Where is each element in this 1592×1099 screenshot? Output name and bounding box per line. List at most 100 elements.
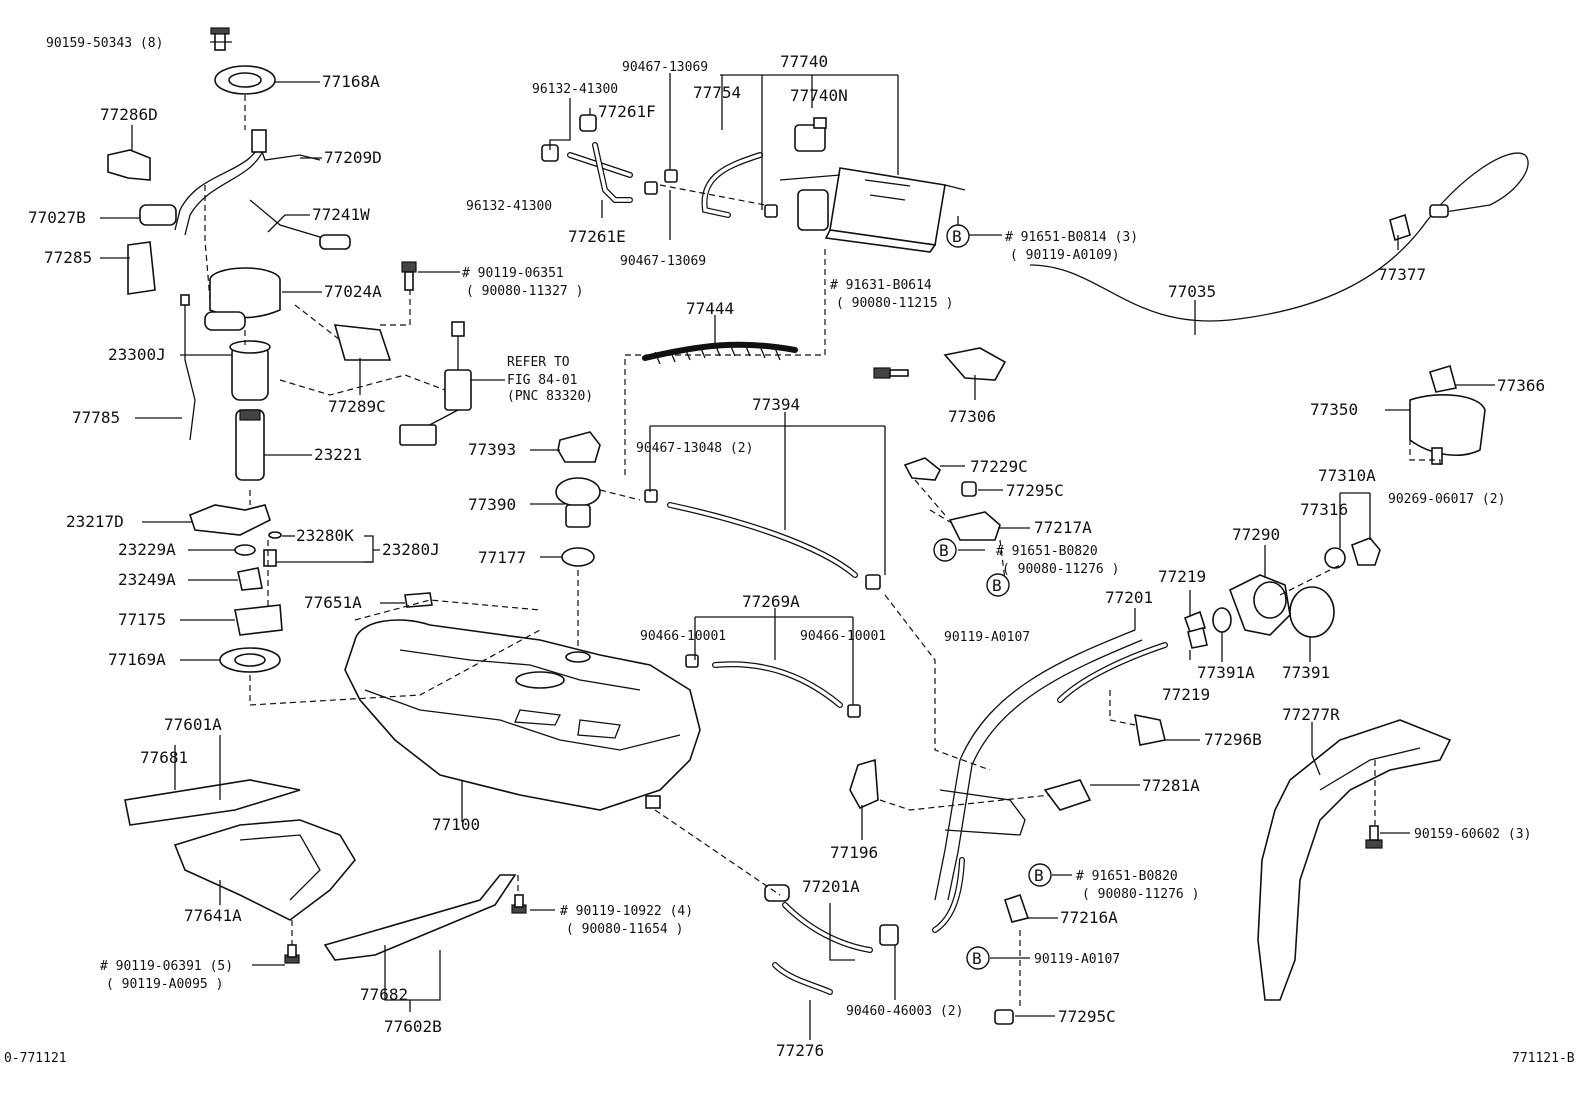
label-77175: 77175 xyxy=(118,610,166,629)
ring-77391 xyxy=(1289,586,1335,638)
valve-77390 xyxy=(555,477,601,528)
bolt-90119-06351 xyxy=(401,261,417,291)
label-77391: 77391 xyxy=(1282,663,1330,682)
label-77216a: 77216A xyxy=(1060,908,1118,927)
label-91651-b0820-bottom: # 91651-B0820 xyxy=(1076,869,1178,884)
label-77219-top: 77219 xyxy=(1158,567,1206,586)
filler-neck-77290 xyxy=(1228,574,1291,636)
label-23280j: 23280J xyxy=(382,540,440,559)
bolt-90159-60602 xyxy=(1365,825,1383,849)
label-96132-41300-top: 96132-41300 xyxy=(532,82,618,97)
clip-90466-right xyxy=(847,704,861,718)
label-90119-a0109: ( 90119-A0109) xyxy=(1010,248,1120,263)
svg-text:B: B xyxy=(1034,866,1044,885)
label-77295c-top: 77295C xyxy=(1006,481,1064,500)
clip-90466-left xyxy=(685,654,699,668)
refer-note-line-3: (PNC 83320) xyxy=(507,389,593,404)
label-77261f: 77261F xyxy=(598,102,656,121)
label-90080-11215: ( 90080-11215 ) xyxy=(836,296,953,311)
svg-text:B: B xyxy=(939,541,949,560)
label-96132-41300-left: 96132-41300 xyxy=(466,199,552,214)
bracket-77216a xyxy=(1003,893,1030,923)
label-77281a: 77281A xyxy=(1142,776,1200,795)
footer-right-code: 771121-B xyxy=(1512,1051,1575,1066)
gasket-77391a xyxy=(1212,607,1232,633)
hose-77269a xyxy=(712,661,843,708)
label-77601a: 77601A xyxy=(164,715,222,734)
label-90119-06391: # 90119-06391 (5) xyxy=(100,959,233,974)
footer-left-code: 0-771121 xyxy=(4,1051,67,1066)
gasket-77316 xyxy=(1324,547,1346,569)
bracket-77196 xyxy=(849,758,879,810)
retainer-77175 xyxy=(234,604,283,636)
label-77366: 77366 xyxy=(1497,376,1545,395)
canister-77740 xyxy=(764,167,966,253)
label-77209d: 77209D xyxy=(324,148,382,167)
clip-90467-13069-bottom xyxy=(644,181,658,195)
label-77261e: 77261E xyxy=(568,227,626,246)
hose-77261e xyxy=(592,142,633,203)
assembly-dash-lines xyxy=(204,95,1441,1010)
svg-text:B: B xyxy=(952,227,962,246)
label-77290: 77290 xyxy=(1232,525,1280,544)
label-77286d: 77286D xyxy=(100,105,158,124)
svg-text:B: B xyxy=(972,949,982,968)
bracket-77281a xyxy=(1043,779,1092,811)
label-23280k: 23280K xyxy=(296,526,354,545)
marker-b-5: B xyxy=(966,946,990,970)
label-77027b: 77027B xyxy=(28,208,86,227)
clip-77295c-bottom xyxy=(994,1009,1014,1025)
svg-text:B: B xyxy=(992,576,1002,595)
label-77024a: 77024A xyxy=(324,282,382,301)
lid-77350 xyxy=(1409,394,1486,456)
label-91651-b0820-top: # 91651-B0820 xyxy=(996,544,1098,559)
label-77444: 77444 xyxy=(686,299,734,318)
hose-77394 xyxy=(667,502,858,578)
bracket-77286d xyxy=(107,149,151,181)
hose-assembly-77209d xyxy=(139,129,351,250)
clip-90467-13069-top xyxy=(664,169,678,183)
label-77269a: 77269A xyxy=(742,592,800,611)
label-77394: 77394 xyxy=(752,395,800,414)
filler-pipe-77201 xyxy=(932,629,1168,933)
washer-23229a xyxy=(234,544,256,556)
label-77100: 77100 xyxy=(432,815,480,834)
label-90080-11276-top: ( 90080-11276 ) xyxy=(1002,562,1119,577)
label-77740n: 77740N xyxy=(790,86,848,105)
label-90119-10922: # 90119-10922 (4) xyxy=(560,904,693,919)
grommet-77177 xyxy=(561,547,595,567)
leader-lines xyxy=(100,41,1495,1040)
label-23300j: 23300J xyxy=(108,345,166,364)
label-90119-a0107-top: 90119-A0107 xyxy=(944,630,1030,645)
label-90159-60602: 90159-60602 (3) xyxy=(1414,827,1531,842)
label-90119-a0107-bottom: 90119-A0107 xyxy=(1034,952,1120,967)
band-77682 xyxy=(323,874,517,961)
clamp-90460-46003 xyxy=(879,924,899,946)
label-77641a: 77641A xyxy=(184,906,242,925)
clip-77219-top xyxy=(1183,610,1207,633)
label-90466-10001-left: 90466-10001 xyxy=(640,629,726,644)
label-77391a: 77391A xyxy=(1197,663,1255,682)
bolt-90159-50343 xyxy=(210,27,230,51)
bracket-77289c xyxy=(333,324,392,361)
label-77229c: 77229C xyxy=(970,457,1028,476)
label-77306: 77306 xyxy=(948,407,996,426)
label-23221: 23221 xyxy=(314,445,362,464)
clip-96132-41300-top xyxy=(579,114,597,132)
hose-77444 xyxy=(642,341,798,365)
bolt-90119-06391 xyxy=(284,944,300,964)
clip-77285 xyxy=(127,241,156,295)
valve-77740n xyxy=(794,117,827,152)
label-90119-a0095: ( 90119-A0095 ) xyxy=(106,977,223,992)
label-90460-46003: 90460-46003 (2) xyxy=(846,1004,963,1019)
label-90159-50343: 90159-50343 (8) xyxy=(46,36,163,51)
label-77296b: 77296B xyxy=(1204,730,1262,749)
label-90080-11276-bottom: ( 90080-11276 ) xyxy=(1082,887,1199,902)
hose-77754 xyxy=(701,152,763,218)
label-91631-b0614: # 91631-B0614 xyxy=(830,278,932,293)
label-90269-06017: 90269-06017 (2) xyxy=(1388,492,1505,507)
bracket-77217a xyxy=(948,511,1001,541)
label-77035: 77035 xyxy=(1168,282,1216,301)
label-77681: 77681 xyxy=(140,748,188,767)
